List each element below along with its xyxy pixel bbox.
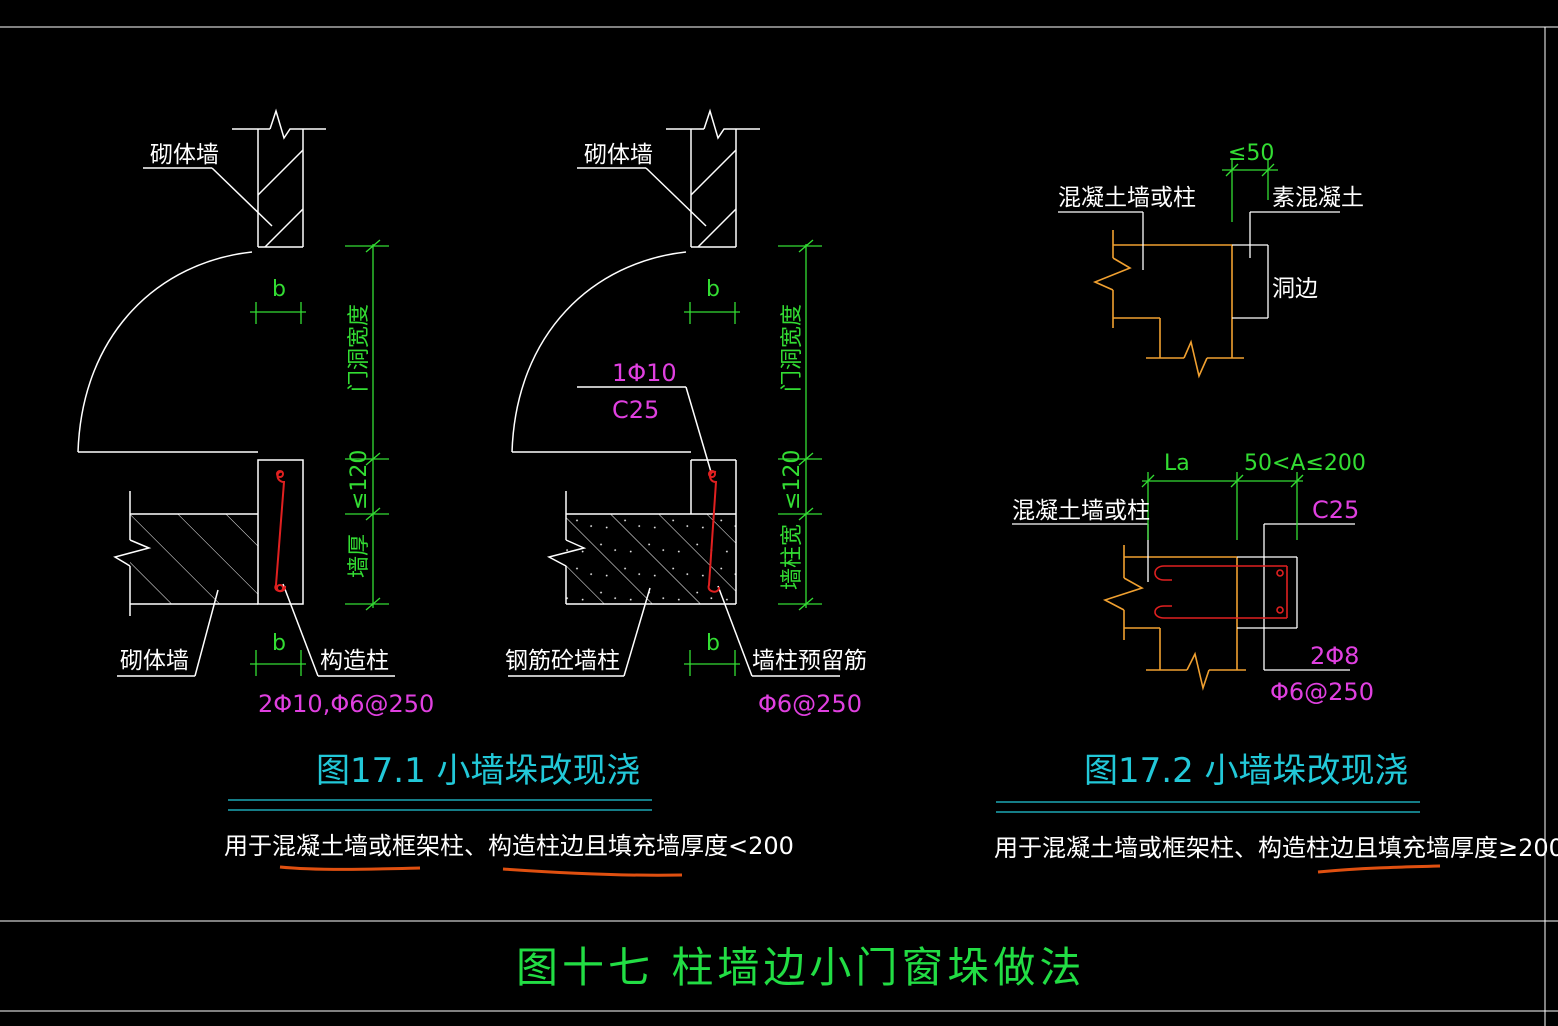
- fig1-left-column-label: 构造柱: [320, 648, 389, 674]
- fig1-left-b-bottom: b: [272, 631, 286, 656]
- fig1-left-detail: 砌体墙 b 门洞宽度 ≤120 墙厚 砌体墙 b 构造柱 2Φ10,Φ6@250: [77, 108, 434, 718]
- fig2-top-le50: ≤50: [1228, 141, 1274, 166]
- fig1-left-bottom-wall-label: 砌体墙: [120, 648, 189, 674]
- fig2-note: 用于混凝土墙或框架柱、构造柱边且填充墙厚度≥200: [994, 834, 1558, 862]
- fig1-right-top-wall-label: 砌体墙: [584, 142, 653, 168]
- fig1-left-top-wall-label: 砌体墙: [150, 142, 219, 168]
- fig1-left-b-top: b: [272, 277, 286, 302]
- fig2-top-detail: ≤50 混凝土墙或柱 素混凝土 洞边: [1058, 141, 1364, 379]
- fig1-left-rebar-spec: 2Φ10,Φ6@250: [258, 690, 434, 718]
- fig2-caption: 图17.2 小墙垛改现浇 用于混凝土墙或框架柱、构造柱边且填充墙厚度≥200: [994, 751, 1558, 874]
- fig2-bottom-rebar: 2Φ8: [1310, 642, 1359, 670]
- fig1-right-column-width: 墙柱宽: [780, 524, 805, 590]
- fig1-left-le120: ≤120: [347, 450, 372, 510]
- fig1-left-wall-thickness: 墙厚: [347, 534, 372, 578]
- fig2-top-opening-edge: 洞边: [1272, 276, 1318, 302]
- drawing-frame: [0, 26, 1558, 1026]
- fig1-right-b-bottom: b: [706, 631, 720, 656]
- fig1-right-rebar-1: 1Φ10: [612, 359, 677, 387]
- fig2-bottom-range: 50<A≤200: [1244, 451, 1366, 476]
- fig2-bottom-la: La: [1164, 451, 1190, 476]
- fig2-top-plain-concrete: 素混凝土: [1272, 185, 1364, 211]
- fig1-right-concrete-grade: C25: [612, 396, 659, 424]
- fig1-right-b-top: b: [706, 277, 720, 302]
- fig1-caption: 图17.1 小墙垛改现浇 用于混凝土墙或框架柱、构造柱边且填充墙厚度<200: [224, 751, 794, 877]
- main-title: 图十七 柱墙边小门窗垛做法: [516, 943, 1085, 992]
- fig2-bottom-stirrup: Φ6@250: [1270, 678, 1374, 706]
- fig2-title: 图17.2 小墙垛改现浇: [1084, 751, 1409, 791]
- fig1-right-le120: ≤120: [780, 450, 805, 510]
- fig1-right-bottom-wall-label: 钢筋砼墙柱: [505, 648, 620, 674]
- fig1-left-door-width: 门洞宽度: [347, 304, 372, 392]
- fig1-note: 用于混凝土墙或框架柱、构造柱边且填充墙厚度<200: [224, 832, 794, 860]
- fig2-bottom-concrete-wall-label: 混凝土墙或柱: [1012, 498, 1150, 524]
- fig1-right-reserved-rebar: 墙柱预留筋: [752, 648, 867, 674]
- fig1-right-stirrup-spec: Φ6@250: [758, 690, 862, 718]
- fig1-right-door-width: 门洞宽度: [780, 304, 805, 392]
- fig1-right-detail: 砌体墙 b 1Φ10 C25 门洞宽度 ≤120 墙柱宽 钢筋砼墙柱 b 墙柱预…: [505, 108, 867, 718]
- fig2-bottom-detail: La 50<A≤200 混凝土墙或柱 C25 2Φ8 Φ6@250: [1012, 451, 1374, 706]
- fig2-bottom-concrete-grade: C25: [1312, 496, 1359, 524]
- fig1-title: 图17.1 小墙垛改现浇: [316, 751, 641, 791]
- fig2-top-concrete-wall-label: 混凝土墙或柱: [1058, 185, 1196, 211]
